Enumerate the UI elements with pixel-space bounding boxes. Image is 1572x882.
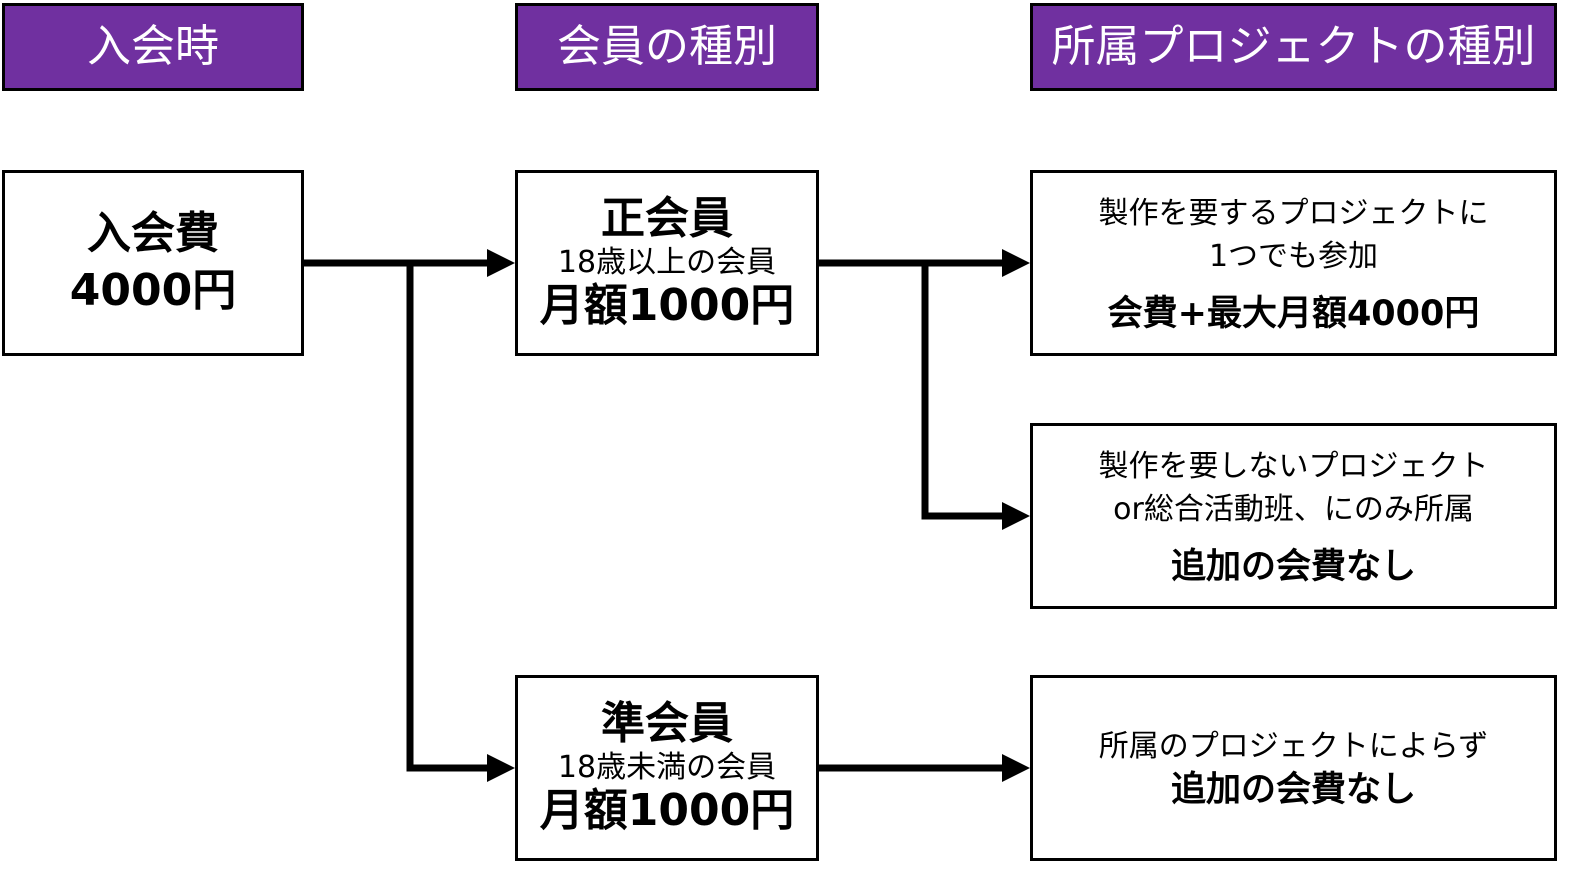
production-project-box: 製作を要するプロジェクトに 1つでも参加 会費+最大月額4000円	[1030, 170, 1557, 356]
regular-member-box: 正会員 18歳以上の会員 月額1000円	[515, 170, 819, 356]
regular-member-title: 正会員	[601, 193, 733, 245]
associate-member-box: 準会員 18歳未満の会員 月額1000円	[515, 675, 819, 861]
header-joining-label: 入会時	[87, 21, 219, 72]
any-project-line1: 所属のプロジェクトによらず	[1098, 729, 1489, 765]
production-project-line2: 1つでも参加	[1208, 239, 1379, 274]
header-member-type-label: 会員の種別	[557, 21, 777, 72]
nonproduction-project-box: 製作を要しないプロジェクト or総合活動班、にのみ所属 追加の会費なし	[1030, 423, 1557, 609]
arrowhead-any	[1002, 754, 1030, 782]
nonproduction-project-line2: or総合活動班、にのみ所属	[1113, 492, 1474, 527]
arrowhead-regular	[487, 249, 515, 277]
arrowhead-associate	[487, 754, 515, 782]
associate-member-desc: 18歳未満の会員	[557, 750, 777, 785]
arrowhead-nonproduction	[1002, 502, 1030, 530]
production-project-fee: 会費+最大月額4000円	[1107, 293, 1480, 334]
arrowhead-production	[1002, 249, 1030, 277]
entry-fee-amount: 4000円	[69, 265, 237, 316]
regular-member-fee: 月額1000円	[539, 280, 795, 331]
header-project-type: 所属プロジェクトの種別	[1030, 3, 1557, 91]
any-project-fee: 追加の会費なし	[1170, 769, 1416, 810]
header-joining: 入会時	[2, 3, 304, 91]
regular-member-desc: 18歳以上の会員	[557, 245, 777, 280]
associate-member-fee: 月額1000円	[539, 785, 795, 836]
entry-fee-title: 入会費	[87, 208, 219, 260]
header-member-type: 会員の種別	[515, 3, 819, 91]
nonproduction-project-fee: 追加の会費なし	[1170, 546, 1416, 587]
entry-fee-box: 入会費 4000円	[2, 170, 304, 356]
production-project-line1: 製作を要するプロジェクトに	[1098, 195, 1489, 231]
any-project-box: 所属のプロジェクトによらず 追加の会費なし	[1030, 675, 1557, 861]
associate-member-title: 準会員	[601, 698, 733, 750]
nonproduction-project-line1: 製作を要しないプロジェクト	[1098, 448, 1489, 484]
header-project-type-label: 所属プロジェクトの種別	[1051, 21, 1536, 72]
